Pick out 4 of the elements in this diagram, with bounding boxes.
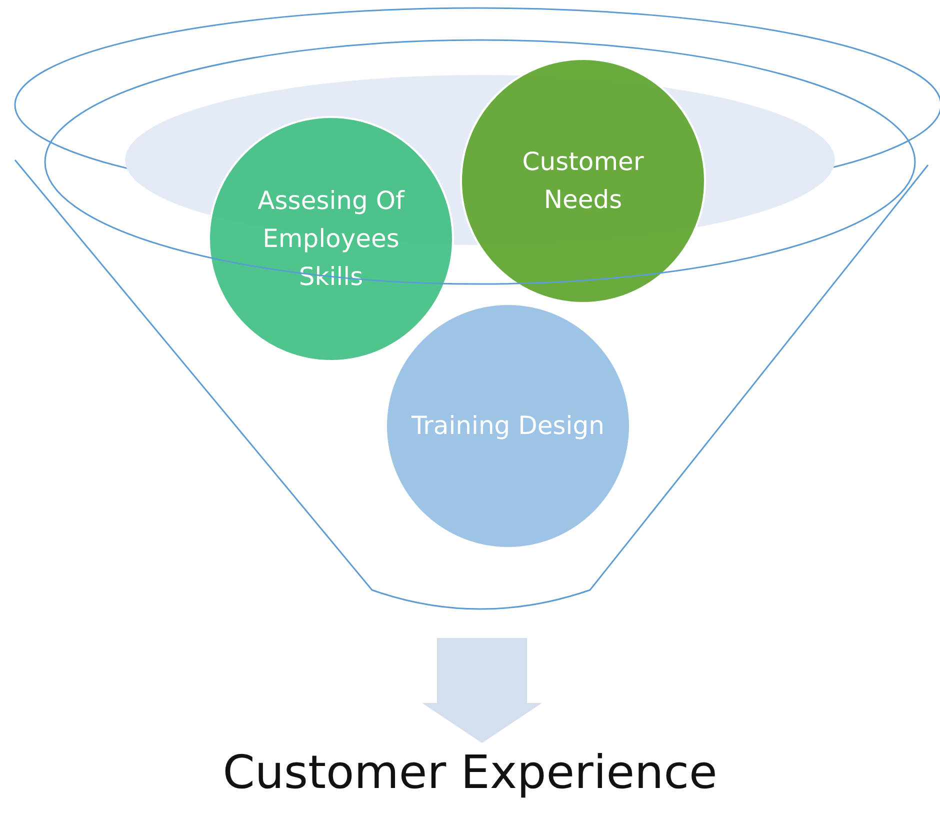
circle-node: Customer Needs (460, 58, 706, 304)
outcome-text: Customer Experience (0, 745, 940, 815)
block-arrow (422, 638, 542, 743)
circle-node: Training Design (385, 303, 631, 549)
